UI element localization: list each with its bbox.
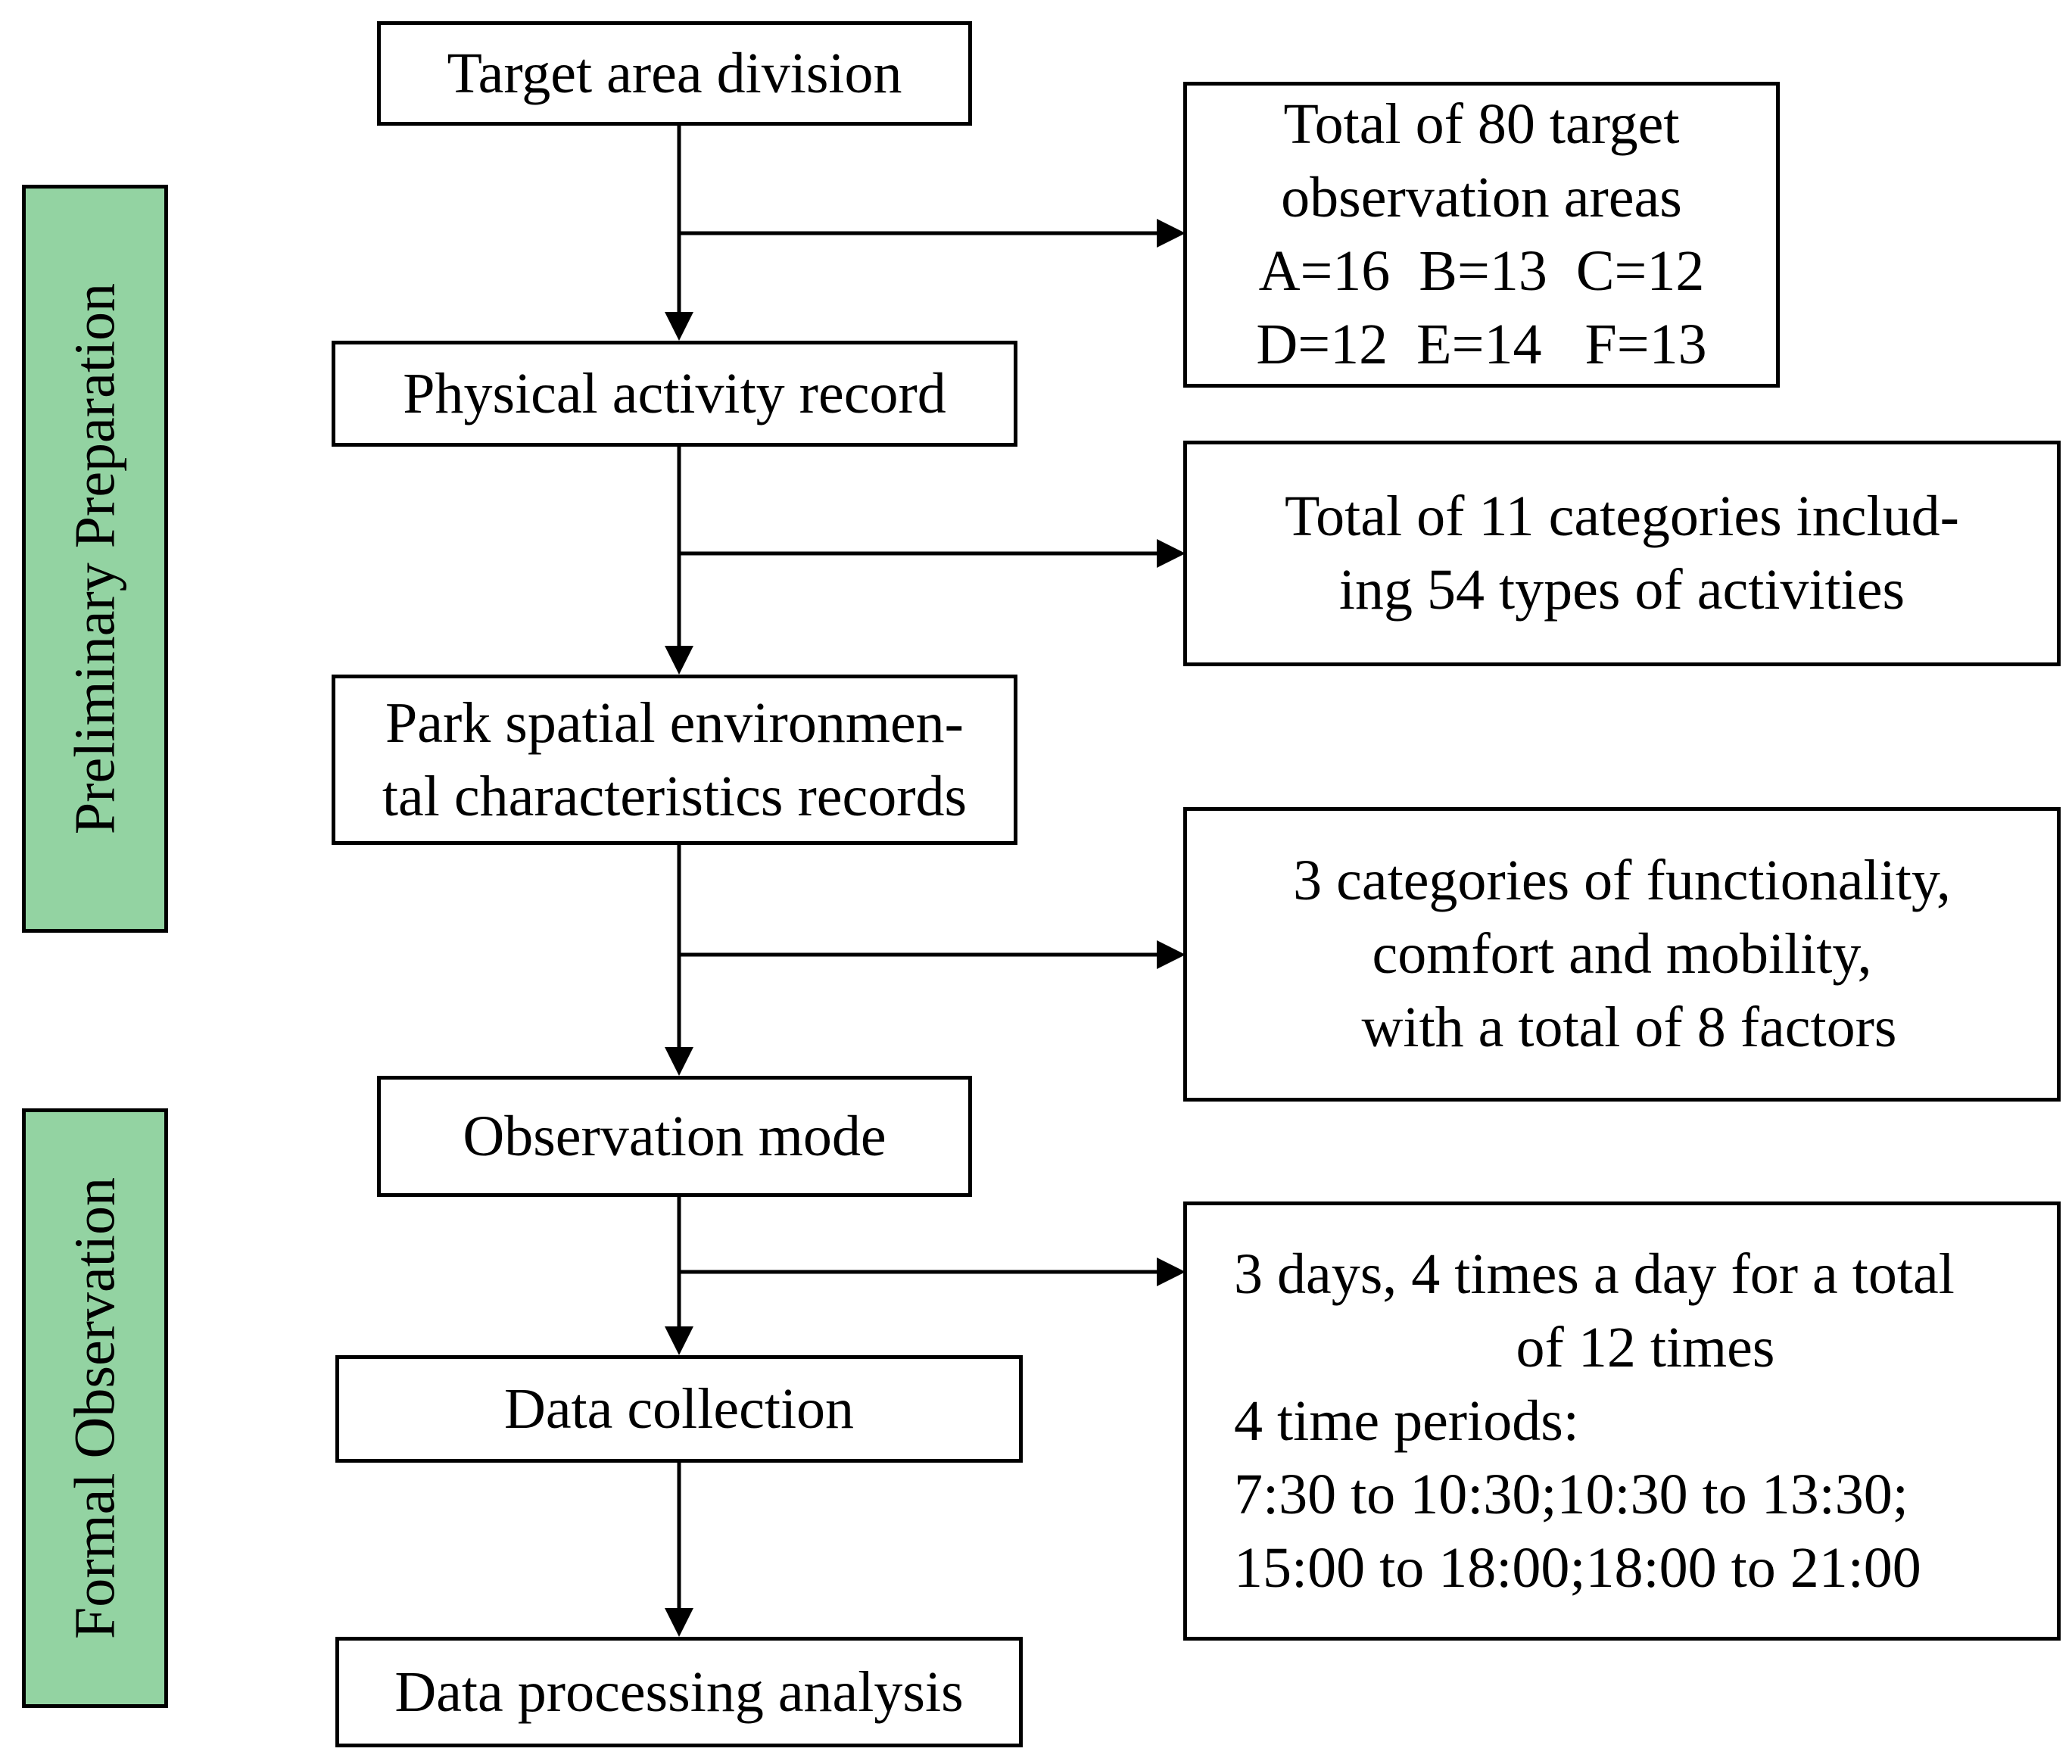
step-target-area-division: Target area division	[377, 21, 972, 126]
arrowhead-down-4	[665, 1326, 693, 1355]
note-schedule-line-5: 15:00 to 18:00;18:00 to 21:00	[1234, 1535, 1921, 1600]
note-activity-categories: Total of 11 categories includ- ing 54 ty…	[1183, 441, 2061, 666]
arrowhead-right-4	[1157, 1258, 1186, 1286]
arrowhead-down-2	[665, 646, 693, 675]
arrowhead-down-1	[665, 312, 693, 341]
step-data-processing-analysis-label: Data processing analysis	[394, 1660, 964, 1724]
note-environment-factors-line-2: comfort and mobility,	[1372, 922, 1872, 986]
phase-formal-observation: Formal Observation	[22, 1108, 168, 1708]
step-observation-mode: Observation mode	[377, 1076, 972, 1197]
note-schedule: 3 days, 4 times a day for a total of 12 …	[1183, 1201, 2061, 1641]
arrowhead-down-3	[665, 1047, 693, 1076]
note-observation-areas-line-2: observation areas	[1281, 166, 1682, 229]
note-schedule-line-1: 3 days, 4 times a day for a total	[1234, 1242, 1955, 1306]
arrowhead-right-3	[1157, 940, 1186, 969]
phase-preliminary-preparation: Preliminary Preparation	[22, 185, 168, 933]
step-data-collection: Data collection	[335, 1355, 1023, 1463]
note-environment-factors-line-1: 3 categories of functionality,	[1293, 849, 1951, 912]
step-data-collection-label: Data collection	[503, 1376, 855, 1441]
note-activity-categories-line-1: Total of 11 categories includ-	[1285, 485, 1959, 548]
note-observation-areas: Total of 80 target observation areas A=1…	[1183, 82, 1780, 388]
step-observation-mode-label: Observation mode	[463, 1104, 886, 1168]
note-observation-areas-line-1: Total of 80 target	[1283, 92, 1680, 156]
note-environment-factors-line-3: with a total of 8 factors	[1347, 996, 1897, 1059]
arrowhead-right-2	[1157, 539, 1186, 568]
step-target-area-division-label: Target area division	[447, 41, 902, 105]
step-physical-activity-record: Physical activity record	[332, 341, 1017, 447]
step-data-processing-analysis: Data processing analysis	[335, 1637, 1023, 1747]
note-schedule-line-4: 7:30 to 10:30;10:30 to 13:30;	[1234, 1462, 1908, 1526]
step-park-spatial-records: Park spatial environmen- tal characteris…	[332, 675, 1017, 845]
step-park-spatial-line-2: tal characteristics records	[382, 764, 967, 828]
step-park-spatial-line-1: Park spatial environmen-	[385, 690, 964, 755]
note-activity-categories-line-2: ing 54 types of activities	[1338, 558, 1905, 622]
arrowhead-right-1	[1157, 219, 1186, 248]
note-observation-areas-line-3: A=16 B=13 C=12	[1258, 239, 1705, 303]
note-observation-areas-line-4: D=12 E=14 F=13	[1256, 313, 1707, 376]
note-schedule-line-2: of 12 times	[1516, 1315, 1775, 1379]
arrowhead-down-5	[665, 1608, 693, 1637]
step-physical-activity-record-label: Physical activity record	[403, 361, 946, 425]
note-environment-factors: 3 categories of functionality, comfort a…	[1183, 807, 2061, 1102]
note-schedule-line-3: 4 time periods:	[1234, 1388, 1579, 1453]
